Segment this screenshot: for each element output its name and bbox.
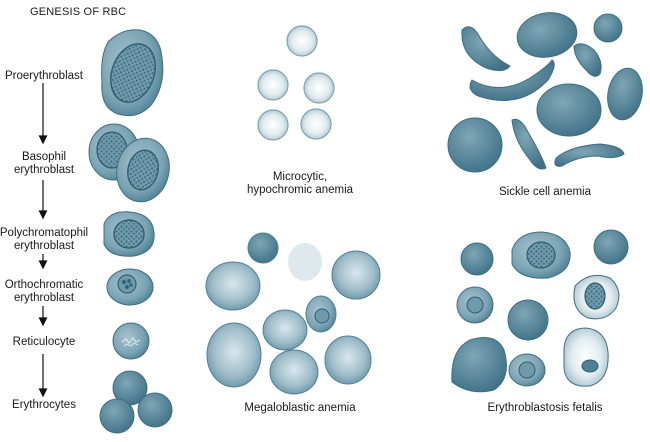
caption-line: Microcytic, — [272, 171, 328, 183]
stage-label-line: Reticulocyte — [12, 336, 76, 348]
megaloblastic-cells — [205, 232, 381, 395]
arrow-1-head — [38, 135, 48, 145]
stage-label-line: Proerythroblast — [5, 70, 83, 82]
stage-label-erythrocytes: Erythrocytes — [2, 399, 86, 412]
fetalis-cells — [451, 229, 629, 393]
stage-label-line: Basophil — [21, 151, 67, 163]
erythrocyte-3 — [137, 392, 173, 428]
stage-label-orthochromatic: Orthochromatic erythroblast — [2, 279, 86, 305]
arrow-4-head — [38, 317, 48, 327]
caption-megaloblastic: Megaloblastic anemia — [225, 402, 375, 415]
stage-label-line: Erythrocytes — [12, 399, 76, 411]
genesis-cells — [88, 29, 173, 434]
erythrocyte-2 — [99, 398, 135, 434]
stage-label-proerythroblast: Proerythroblast — [2, 70, 86, 83]
genesis-title: GENESIS OF RBC — [30, 6, 127, 18]
arrow-2-head — [38, 210, 48, 220]
arrow-5-head — [38, 388, 48, 398]
stage-label-line: Orthochromatic — [4, 279, 84, 291]
caption-line: Erythroblastosis fetalis — [487, 402, 603, 414]
stage-label-line: erythroblast — [13, 240, 75, 252]
microcytic-cells — [257, 25, 335, 141]
stage-label-basophil: Basophil erythroblast — [2, 151, 86, 177]
caption-microcytic: Microcytic, hypochromic anemia — [230, 171, 370, 197]
stage-label-line: erythroblast — [13, 292, 75, 304]
stage-arrows — [38, 83, 48, 398]
proerythroblast-nucleus — [110, 43, 156, 103]
stage-label-reticulocyte: Reticulocyte — [2, 336, 86, 349]
stage-label-line: erythroblast — [13, 164, 75, 176]
caption-line: hypochromic anemia — [246, 184, 354, 196]
caption-line: Megaloblastic anemia — [244, 402, 356, 414]
stage-label-polychromatophil: Polychromatophil erythroblast — [0, 227, 90, 253]
sickle-cells — [447, 12, 643, 173]
stage-label-line: Polychromatophil — [0, 227, 89, 239]
caption-sickle: Sickle cell anemia — [480, 186, 610, 199]
caption-line: Sickle cell anemia — [498, 186, 592, 198]
caption-fetalis: Erythroblastosis fetalis — [470, 402, 620, 415]
arrow-3-head — [38, 260, 48, 270]
